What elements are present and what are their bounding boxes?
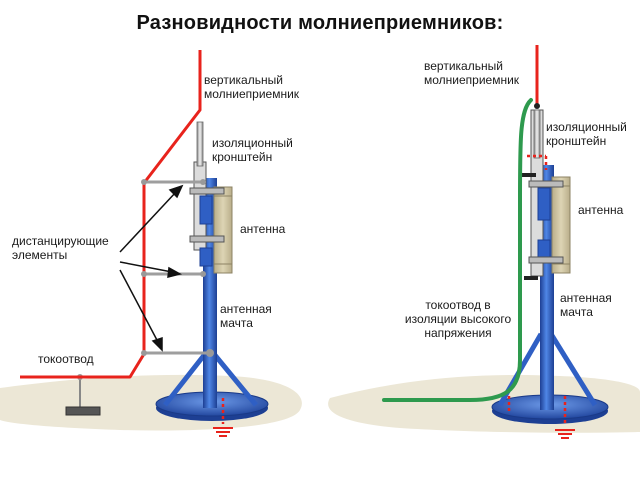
vertical-air-rod bbox=[533, 109, 541, 159]
right-assembly bbox=[382, 45, 609, 439]
page-title: Разновидности молниеприемников: bbox=[136, 12, 504, 34]
antenna-panel bbox=[551, 176, 571, 274]
label-hv-conductor: токоотвод в изоляции высокого напряжения bbox=[404, 298, 512, 340]
antenna-panel bbox=[213, 186, 233, 274]
label-vertical-rod-left: вертикальный молниеприемник bbox=[204, 73, 300, 101]
label-bracket-right: изоляционный кронштейн bbox=[546, 120, 627, 148]
label-antenna-left: антенна bbox=[240, 222, 286, 236]
earth-symbol-icon bbox=[213, 427, 233, 437]
ground-electrode-icon bbox=[65, 406, 101, 416]
label-mast-right: антенная мачта bbox=[560, 291, 612, 319]
label-bracket-left: изоляционный кронштейн bbox=[212, 136, 293, 164]
label-mast-left: антенная мачта bbox=[220, 302, 272, 330]
earth-symbol-icon bbox=[555, 429, 575, 439]
down-conductor-line bbox=[20, 50, 202, 379]
label-antenna-right: антенна bbox=[578, 203, 624, 217]
label-down-conductor: токоотвод bbox=[38, 352, 94, 366]
left-assembly bbox=[20, 50, 269, 437]
label-spacers: дистанцирующие элементы bbox=[12, 234, 109, 262]
label-vertical-rod-right: вертикальный молниеприемник bbox=[424, 59, 520, 87]
vertical-air-rod bbox=[196, 121, 204, 167]
hv-insulated-conductor-line bbox=[382, 98, 533, 402]
